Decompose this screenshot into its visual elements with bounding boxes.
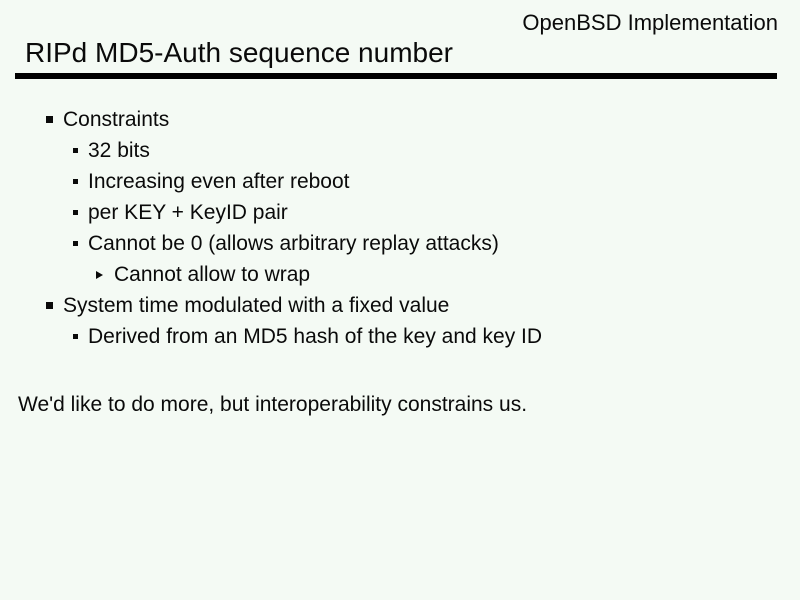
list-item-label: Cannot be 0 (allows arbitrary replay att… (88, 231, 499, 255)
square-bullet-icon (46, 302, 53, 309)
list-item: Cannot be 0 (allows arbitrary replay att… (0, 228, 800, 259)
triangle-bullet-icon (96, 270, 103, 279)
list-item-label: System time modulated with a fixed value (63, 293, 450, 317)
list-item-label: Constraints (63, 107, 170, 131)
list-item-label: Increasing even after reboot (88, 169, 350, 193)
square-bullet-icon (73, 241, 78, 246)
list-item-label: per KEY + KeyID pair (88, 200, 288, 224)
square-bullet-icon (73, 210, 78, 215)
list-item: 32 bits (0, 135, 800, 166)
square-bullet-icon (73, 179, 78, 184)
list-item-label: 32 bits (88, 138, 150, 162)
square-bullet-icon (46, 116, 53, 123)
list-item: Derived from an MD5 hash of the key and … (0, 321, 800, 352)
list-item-label: Derived from an MD5 hash of the key and … (88, 324, 543, 348)
list-item: Constraints (0, 104, 800, 135)
title-underline (15, 73, 777, 79)
list-item: per KEY + KeyID pair (0, 197, 800, 228)
list-item: Cannot allow to wrap (0, 259, 800, 290)
slide-header-label: OpenBSD Implementation (522, 10, 778, 35)
list-item-label: Cannot allow to wrap (114, 262, 311, 286)
footer-note: We'd like to do more, but interoperabili… (18, 393, 528, 416)
bullet-list: Constraints 32 bits Increasing even afte… (0, 104, 800, 352)
page-title: RIPd MD5-Auth sequence number (25, 37, 453, 68)
list-item: Increasing even after reboot (0, 166, 800, 197)
square-bullet-icon (73, 148, 78, 153)
square-bullet-icon (73, 334, 78, 339)
list-item: System time modulated with a fixed value (0, 290, 800, 321)
